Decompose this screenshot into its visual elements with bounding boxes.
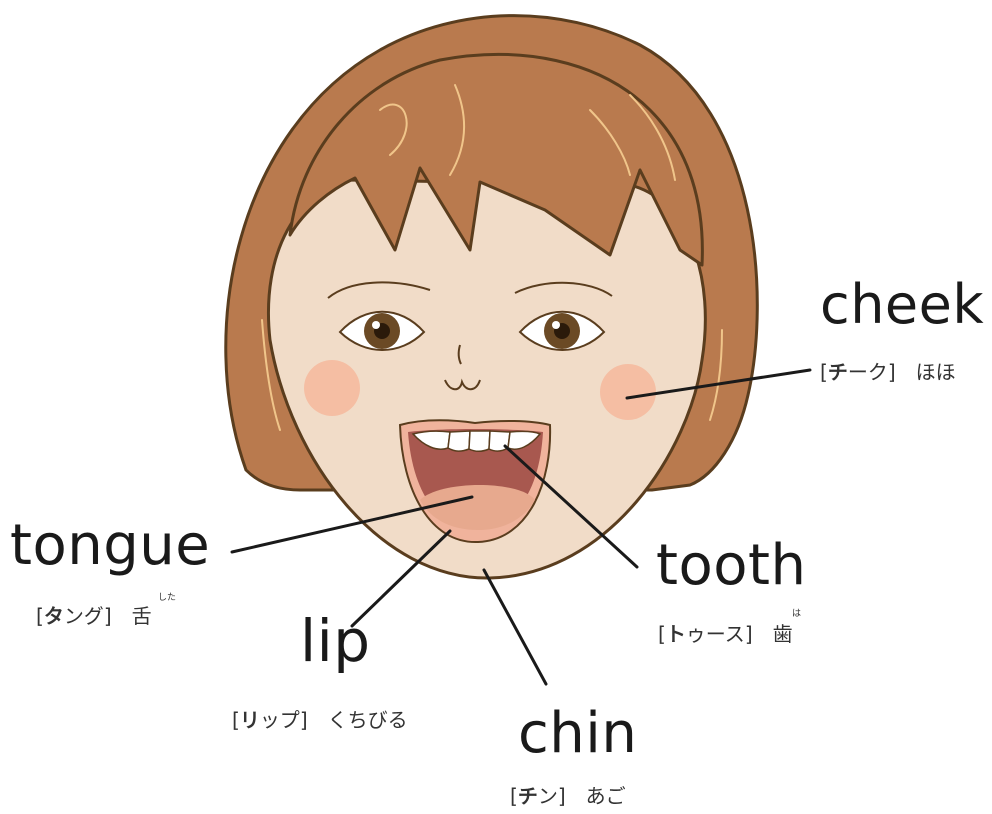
pointer-lip bbox=[350, 529, 452, 628]
label-lip-reading: [リップ] くちびる bbox=[232, 708, 408, 732]
teeth bbox=[411, 430, 542, 452]
label-lip-kana-bold: リ bbox=[239, 708, 260, 732]
label-tongue-word: tongue bbox=[10, 513, 211, 578]
label-lip-kana-rest: ップ bbox=[259, 708, 300, 732]
hair-bangs bbox=[288, 52, 704, 267]
pointer-cheek bbox=[625, 368, 812, 400]
label-tooth-kana-bold: ト bbox=[665, 622, 686, 646]
label-tooth-reading: [トゥース] 歯 bbox=[658, 622, 793, 646]
pointer-tooth bbox=[503, 444, 639, 569]
right-eyebrow bbox=[514, 281, 613, 297]
philtrum bbox=[444, 378, 481, 391]
label-lip-word: lip bbox=[300, 607, 371, 675]
label-tooth-word: tooth bbox=[656, 533, 807, 598]
label-tongue-reading: [タング] 舌 bbox=[36, 604, 152, 628]
label-chin-japanese: あご bbox=[585, 784, 626, 808]
right-blush bbox=[600, 364, 656, 420]
label-chin-reading: [チン] あご bbox=[510, 784, 626, 808]
left-blush bbox=[304, 360, 360, 416]
label-tongue-kana-bold: タ bbox=[43, 604, 64, 628]
label-chin-kana-bold: チ bbox=[517, 784, 538, 808]
label-tongue-ruby: した bbox=[158, 593, 177, 603]
hair-strands bbox=[261, 84, 723, 431]
label-chin-word: chin bbox=[518, 701, 638, 766]
label-lip-japanese: くちびる bbox=[327, 708, 408, 732]
label-tooth-japanese: 歯 bbox=[772, 622, 793, 646]
label-tongue-kana-rest: ング bbox=[63, 604, 104, 628]
label-tongue-japanese: 舌 bbox=[131, 604, 152, 628]
label-cheek-kana-rest: ーク bbox=[847, 360, 888, 384]
pointer-tongue bbox=[230, 495, 474, 554]
label-cheek-word: cheek bbox=[820, 273, 985, 336]
label-tooth-ruby: は bbox=[792, 609, 802, 619]
label-chin-kana-rest: ン bbox=[537, 784, 558, 808]
tongue-shape bbox=[420, 485, 535, 530]
nose bbox=[457, 344, 462, 365]
pointer-chin bbox=[482, 568, 548, 686]
label-cheek-japanese: ほほ bbox=[915, 360, 956, 384]
label-cheek-kana-bold: チ bbox=[827, 360, 848, 384]
label-cheek-reading: [チーク] ほほ bbox=[820, 360, 956, 384]
label-tooth-kana-rest: ゥース bbox=[685, 622, 745, 646]
left-eyebrow bbox=[327, 281, 431, 299]
